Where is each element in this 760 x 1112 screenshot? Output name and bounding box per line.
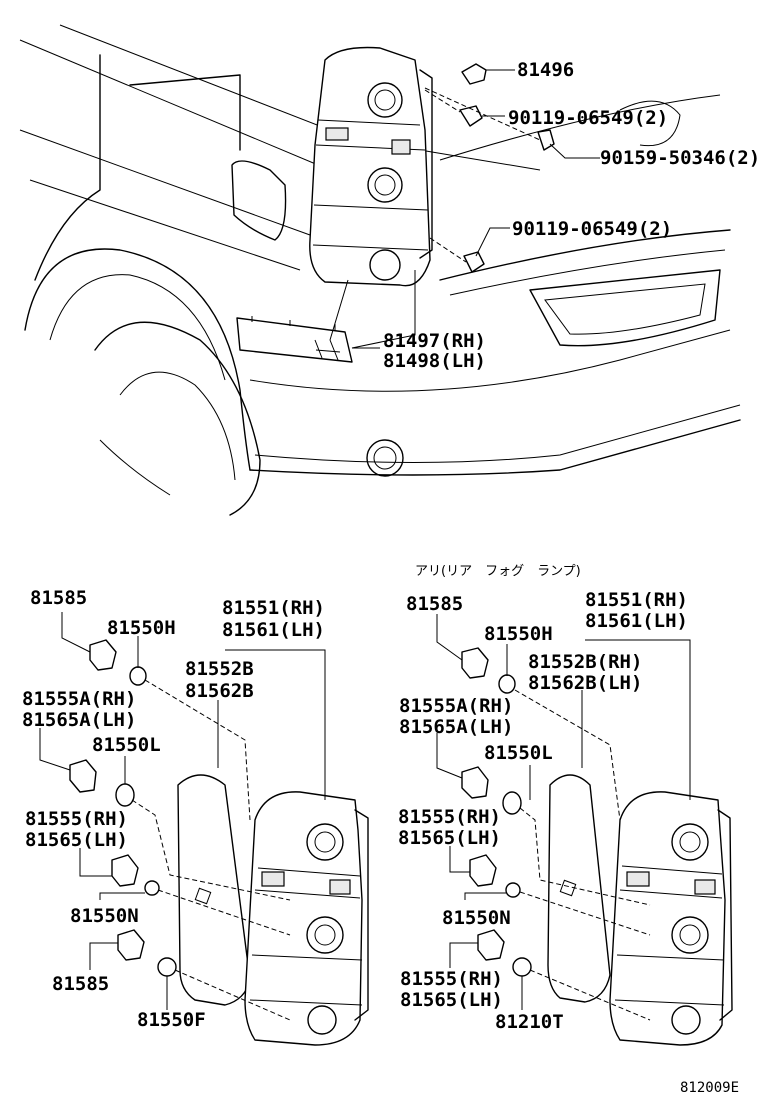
- screw-90159: [424, 87, 600, 159]
- label-81555-rh-right: 81555(RH): [398, 806, 501, 828]
- label-81585-left-bottom: 81585: [52, 973, 109, 995]
- label-81562b-left: 81562B: [185, 680, 254, 702]
- label-81565-lh-right-lower: 81565(LH): [400, 989, 503, 1011]
- label-90119-06549-lower: 90119-06549(2): [512, 218, 672, 240]
- label-81550h-left: 81550H: [107, 617, 176, 639]
- label-81210t-right: 81210T: [495, 1011, 564, 1033]
- rear-combination-lamp-top: [309, 46, 433, 287]
- left-lamp-exploded: [39, 612, 369, 1046]
- label-81550f-left: 81550F: [137, 1009, 206, 1031]
- screw-90119-upper: [424, 89, 505, 127]
- reflector-81497: [236, 270, 416, 363]
- label-81585-right: 81585: [406, 593, 463, 615]
- label-81565-lh-right: 81565(LH): [398, 827, 501, 849]
- right-lamp-exploded: [436, 614, 733, 1046]
- label-81550h-right: 81550H: [484, 623, 553, 645]
- label-81555-rh-left: 81555(RH): [25, 808, 128, 830]
- caption-rear-fog-lamp: アリ(リア フォグ ランプ): [415, 564, 581, 579]
- screw-90119-lower: [429, 227, 510, 273]
- label-81565a-lh-right: 81565A(LH): [399, 716, 513, 738]
- label-81565-lh-left: 81565(LH): [25, 829, 128, 851]
- label-81565a-lh-left: 81565A(LH): [22, 709, 136, 731]
- label-81497-rh: 81497(RH): [383, 330, 486, 352]
- label-81498-lh: 81498(LH): [383, 350, 486, 372]
- label-81561-lh-right: 81561(LH): [585, 610, 688, 632]
- label-81550n-left: 81550N: [70, 905, 139, 927]
- label-81562b-lh-right: 81562B(LH): [528, 672, 642, 694]
- label-81555-rh-right-lower: 81555(RH): [400, 968, 503, 990]
- label-90159-50346: 90159-50346(2): [600, 147, 760, 169]
- label-81550n-right: 81550N: [442, 907, 511, 929]
- label-81551-rh-left: 81551(RH): [222, 597, 325, 619]
- label-81550l-right: 81550L: [484, 742, 553, 764]
- label-81551-rh-right: 81551(RH): [585, 589, 688, 611]
- label-81555a-rh-left: 81555A(RH): [22, 688, 136, 710]
- label-90119-06549-upper: 90119-06549(2): [508, 107, 668, 129]
- label-81555a-rh-right: 81555A(RH): [399, 695, 513, 717]
- label-81585-left-top: 81585: [30, 587, 87, 609]
- label-81496: 81496: [517, 59, 574, 81]
- diagram-code: 812009E: [680, 1080, 739, 1096]
- clip-81496: [461, 63, 515, 85]
- label-81552b-rh-right: 81552B(RH): [528, 651, 642, 673]
- label-81552b-left: 81552B: [185, 658, 254, 680]
- label-81550l-left: 81550L: [92, 734, 161, 756]
- vehicle-body-drawing: [19, 24, 741, 516]
- label-81561-lh-left: 81561(LH): [222, 619, 325, 641]
